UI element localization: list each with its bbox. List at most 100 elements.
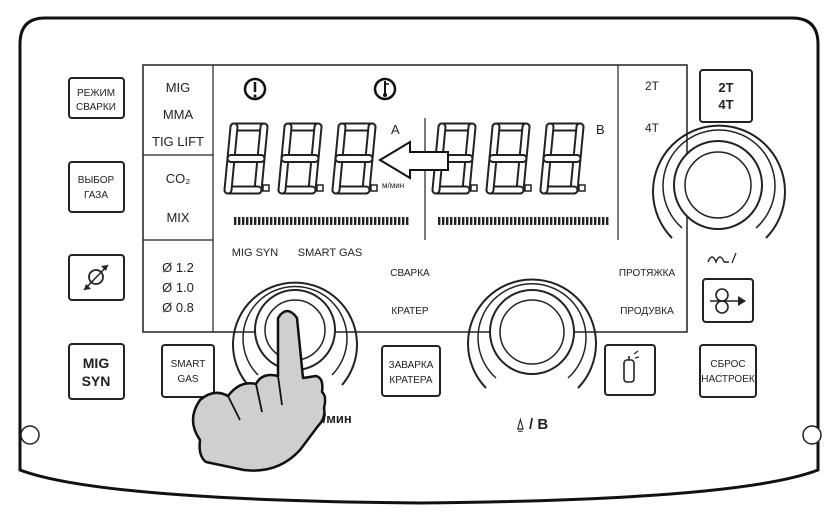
bargraph-b-tick <box>574 217 576 225</box>
display-wire-1-2: Ø 1.2 <box>162 260 194 275</box>
bargraph-a-tick <box>386 217 388 225</box>
svg-text:SYN: SYN <box>82 373 111 389</box>
svg-text:РЕЖИМ: РЕЖИМ <box>77 88 115 99</box>
bargraph-b-tick <box>566 217 568 225</box>
bargraph-b-tick <box>454 217 456 225</box>
bargraph-b-tick <box>598 217 600 225</box>
bargraph-b-tick <box>602 217 604 225</box>
bargraph-b-tick <box>534 217 536 225</box>
voltage-knob-label: ⍙ / В <box>516 416 549 433</box>
display-smart-gas: SMART GAS <box>298 247 362 259</box>
bargraph-b-tick <box>470 217 472 225</box>
lcd-display <box>143 65 687 332</box>
svg-text:СВАРКИ: СВАРКИ <box>76 102 116 113</box>
display-krater: КРАТЕР <box>391 306 428 317</box>
svg-text:ГАЗА: ГАЗА <box>84 190 108 201</box>
bargraph-a-tick <box>298 217 300 225</box>
svg-text:4T: 4T <box>718 97 733 112</box>
bargraph-a-tick <box>234 217 236 225</box>
bargraph-b-tick <box>538 217 540 225</box>
bargraph-b-tick <box>482 217 484 225</box>
bargraph-b-tick <box>546 217 548 225</box>
bargraph-a-tick <box>378 217 380 225</box>
wire-feed-button[interactable] <box>703 279 753 322</box>
bargraph-a-tick <box>370 217 372 225</box>
bargraph-a-tick <box>274 217 276 225</box>
bargraph-b-tick <box>458 217 460 225</box>
bargraph-a-tick <box>306 217 308 225</box>
channel-b-label: B <box>596 122 605 137</box>
bargraph-b-tick <box>446 217 448 225</box>
channel-a-label: A <box>391 122 400 137</box>
bargraph-a-tick <box>358 217 360 225</box>
bargraph-a-tick <box>362 217 364 225</box>
gas-purge-button[interactable] <box>605 345 655 395</box>
bargraph-a-tick <box>254 217 256 225</box>
svg-text:MIG: MIG <box>83 355 110 371</box>
unit-m-min: м/мин <box>382 181 404 190</box>
display-mode-mma: MMA <box>163 107 194 122</box>
bargraph-b-tick <box>438 217 440 225</box>
bargraph-b-tick <box>586 217 588 225</box>
svg-text:НАСТРОЕК: НАСТРОЕК <box>701 374 755 385</box>
smart-gas-button[interactable]: SMART GAS <box>162 345 214 397</box>
bargraph-b-tick <box>554 217 556 225</box>
bargraph-b-tick <box>450 217 452 225</box>
bargraph-a-tick <box>322 217 324 225</box>
bargraph-a-tick <box>346 217 348 225</box>
trigger-mode-button[interactable]: 2T 4T <box>700 70 752 122</box>
bargraph-b-tick <box>526 217 528 225</box>
mig-syn-button[interactable]: MIG SYN <box>69 344 124 399</box>
gas-select-button[interactable]: ВЫБОР ГАЗА <box>69 162 124 212</box>
wire-diameter-button[interactable] <box>69 255 124 300</box>
mode-select-button[interactable]: РЕЖИМ СВАРКИ <box>69 78 124 118</box>
svg-text:GAS: GAS <box>177 374 198 385</box>
bargraph-a-tick <box>338 217 340 225</box>
crater-fill-button[interactable]: ЗАВАРКА КРАТЕРА <box>382 346 440 396</box>
bargraph-a-tick <box>262 217 264 225</box>
bargraph-b-tick <box>478 217 480 225</box>
bargraph-b-tick <box>558 217 560 225</box>
display-wire-1-0: Ø 1.0 <box>162 280 194 295</box>
bargraph-a-tick <box>302 217 304 225</box>
bargraph-b-tick <box>606 217 608 225</box>
display-gas-co2: CO₂ <box>166 171 191 186</box>
bargraph-b-tick <box>594 217 596 225</box>
bargraph-b-tick <box>570 217 572 225</box>
bargraph-b <box>438 217 608 225</box>
reset-settings-button[interactable]: СБРОС НАСТРОЕК <box>700 345 756 397</box>
bargraph-b-tick <box>514 217 516 225</box>
bargraph-a-tick <box>294 217 296 225</box>
bargraph-b-tick <box>474 217 476 225</box>
bargraph-b-tick <box>590 217 592 225</box>
bargraph-a-tick <box>406 217 408 225</box>
bargraph-b-tick <box>462 217 464 225</box>
bargraph-b-tick <box>542 217 544 225</box>
bargraph-a-tick <box>318 217 320 225</box>
display-svarka: СВАРКА <box>390 268 430 279</box>
svg-text:СБРОС: СБРОС <box>710 359 745 370</box>
bargraph-a-tick <box>330 217 332 225</box>
bargraph-a-tick <box>290 217 292 225</box>
bargraph-b-tick <box>466 217 468 225</box>
mounting-hole-right <box>803 426 821 444</box>
bargraph-a-tick <box>258 217 260 225</box>
bargraph-a-tick <box>334 217 336 225</box>
bargraph-a-tick <box>342 217 344 225</box>
bargraph-b-tick <box>494 217 496 225</box>
bargraph-a-tick <box>354 217 356 225</box>
bargraph-a-tick <box>382 217 384 225</box>
bargraph-b-tick <box>506 217 508 225</box>
bargraph-a-tick <box>310 217 312 225</box>
bargraph-b-tick <box>550 217 552 225</box>
bargraph-a-tick <box>242 217 244 225</box>
bargraph-b-tick <box>490 217 492 225</box>
bargraph-a-tick <box>350 217 352 225</box>
bargraph-b-tick <box>498 217 500 225</box>
bargraph-a-tick <box>266 217 268 225</box>
display-mode-tig-lift: TIG LIFT <box>152 134 204 149</box>
bargraph-b-tick <box>522 217 524 225</box>
bargraph-b-tick <box>578 217 580 225</box>
display-mig-syn: MIG SYN <box>232 247 279 259</box>
